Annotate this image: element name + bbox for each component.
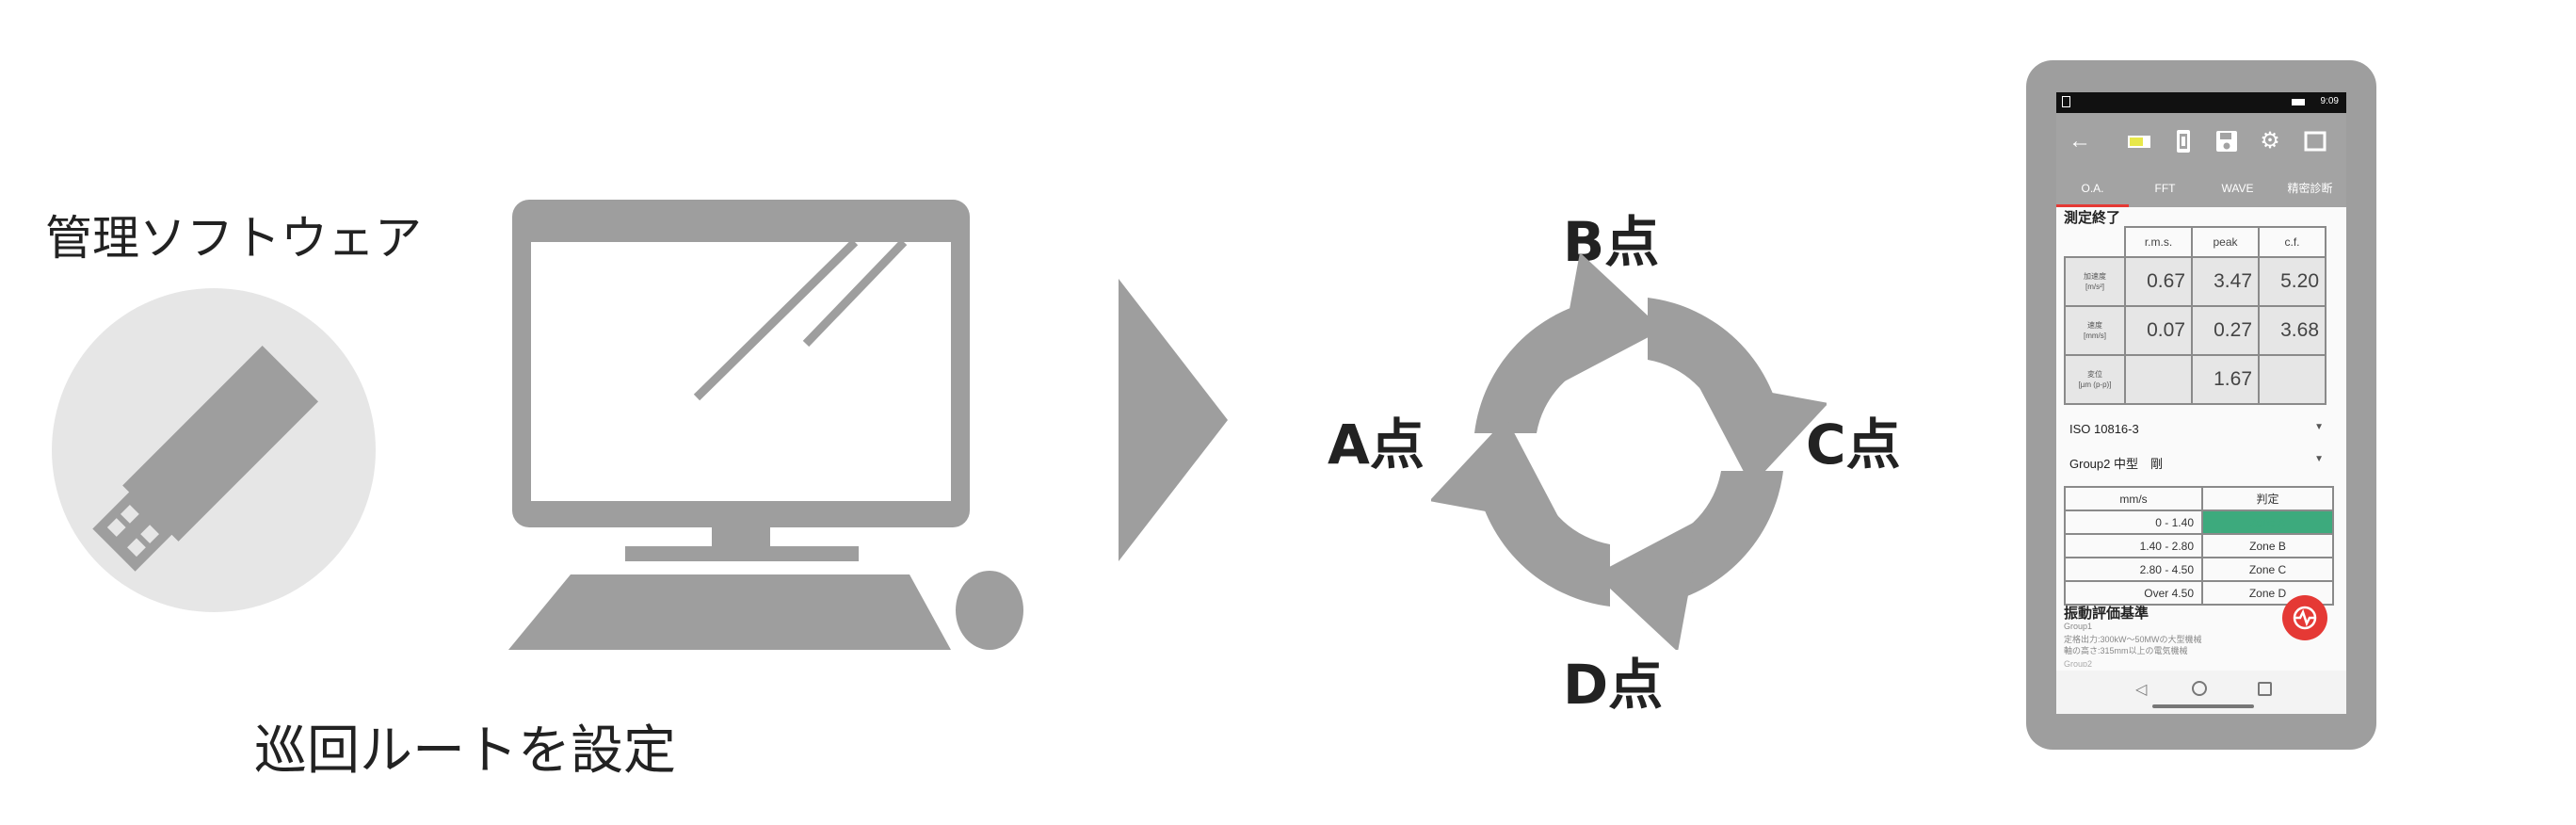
route-label: 巡回ルートを設定	[254, 720, 676, 782]
point-c-label: C点	[1806, 412, 1901, 477]
standard-select[interactable]: ISO 10816-3 ▼	[2069, 422, 2333, 436]
row-header-displacement: 変位[µm (p-p)]	[2064, 354, 2126, 405]
disp-rms-value	[2124, 354, 2193, 405]
measure-table: r.m.s. peak c.f. 加速度[m/s²] 0.67 3.47 5.2…	[2064, 226, 2326, 405]
vel-cf-value: 3.68	[2258, 305, 2326, 356]
disp-cf-value	[2258, 354, 2326, 405]
zone-label: Zone C	[2201, 557, 2334, 582]
chevron-down-icon: ▼	[2314, 422, 2324, 432]
group-select-value: Group2 中型 剛	[2069, 457, 2163, 471]
zone-range: Over 4.50	[2064, 580, 2203, 606]
col-header-rms: r.m.s.	[2124, 226, 2193, 258]
tab-wave[interactable]: WAVE	[2221, 182, 2254, 195]
gear-icon[interactable]: ⚙	[2260, 128, 2280, 154]
zone-label: Zone B	[2201, 533, 2334, 558]
table-row: 加速度[m/s²] 0.67 3.47 5.20	[2064, 256, 2326, 307]
criteria-group: Group1	[2064, 622, 2093, 631]
table-row: 速度[mm/s] 0.07 0.27 3.68	[2064, 305, 2326, 356]
heartbeat-icon	[2293, 606, 2317, 630]
vel-rms-value: 0.07	[2124, 305, 2193, 356]
criteria-line: 定格出力:300kW〜50MWの大型機械	[2064, 635, 2202, 644]
point-a-label: A点	[1328, 412, 1425, 477]
table-row: 1.40 - 2.80 Zone B	[2064, 533, 2334, 558]
window-icon[interactable]	[2299, 126, 2331, 165]
nav-home-icon[interactable]	[2192, 681, 2207, 696]
save-icon[interactable]	[2211, 126, 2243, 165]
criteria-next: Group2	[2064, 659, 2093, 667]
vel-peak-value: 0.27	[2191, 305, 2260, 356]
table-row: 変位[µm (p-p)] 1.67	[2064, 354, 2326, 405]
criteria-title: 振動評価基準	[2064, 606, 2149, 622]
zone-range: 1.40 - 2.80	[2064, 533, 2203, 558]
acc-rms-value: 0.67	[2124, 256, 2193, 307]
zone-col-range: mm/s	[2064, 486, 2203, 511]
gesture-bar	[2152, 704, 2254, 708]
zone-label-active: Zone A	[2201, 510, 2334, 535]
row-header-velocity: 速度[mm/s]	[2064, 305, 2126, 356]
point-d-label: D点	[1563, 653, 1664, 717]
zone-range: 2.80 - 4.50	[2064, 557, 2203, 582]
back-arrow-icon[interactable]: ←	[2069, 128, 2091, 154]
sim-icon	[2062, 96, 2070, 107]
row-header-acceleration: 加速度[m/s²]	[2064, 256, 2126, 307]
computer-icon	[508, 200, 1023, 650]
table-row: 0 - 1.40 Zone A	[2064, 510, 2334, 535]
zone-col-judgement: 判定	[2201, 486, 2334, 511]
col-header-cf: c.f.	[2258, 226, 2326, 258]
table-row: Over 4.50 Zone D	[2064, 580, 2334, 606]
status-bar: 9:09	[2056, 92, 2346, 113]
acc-peak-value: 3.47	[2191, 256, 2260, 307]
app-bar: ← ⚙	[2056, 113, 2346, 170]
col-header-peak: peak	[2191, 226, 2260, 258]
nav-recents-icon[interactable]	[2258, 682, 2272, 696]
chevron-down-icon: ▼	[2314, 454, 2324, 464]
battery-status-icon	[2292, 99, 2305, 105]
software-label: 管理ソフトウェア	[45, 211, 422, 266]
tab-fft[interactable]: FFT	[2154, 182, 2176, 195]
android-nav-bar: ◁	[2056, 671, 2346, 714]
tab-bar: O.A. FFT WAVE 精密診断	[2056, 170, 2346, 207]
measure-fab-button[interactable]	[2282, 595, 2327, 640]
tab-indicator	[2056, 204, 2129, 207]
cycle-arrows-icon	[1431, 254, 1827, 650]
tab-oa[interactable]: O.A.	[2081, 182, 2104, 195]
battery-icon[interactable]	[2124, 126, 2156, 165]
sensor-icon[interactable]	[2167, 126, 2199, 165]
status-title: 測定終了	[2064, 210, 2121, 226]
phone-screen: 9:09 ← ⚙ O.A. FFT WAVE 精密診断 測定終了 r.m.s.	[2056, 92, 2346, 714]
play-arrow-icon	[1119, 279, 1228, 561]
standard-select-value: ISO 10816-3	[2069, 422, 2139, 436]
nav-back-icon[interactable]: ◁	[2135, 682, 2148, 698]
content-area: 測定終了 r.m.s. peak c.f. 加速度[m/s²] 0.67 3.4…	[2056, 207, 2346, 671]
table-row: 2.80 - 4.50 Zone C	[2064, 557, 2334, 582]
group-select[interactable]: Group2 中型 剛 ▼	[2069, 454, 2333, 472]
usb-drive-icon	[52, 288, 376, 612]
tab-precision[interactable]: 精密診断	[2287, 182, 2333, 195]
zone-range: 0 - 1.40	[2064, 510, 2203, 535]
criteria-line: 軸の高さ:315mm以上の電気機械	[2064, 646, 2188, 655]
zone-table: mm/s 判定 0 - 1.40 Zone A 1.40 - 2.80 Zone…	[2064, 486, 2334, 606]
acc-cf-value: 5.20	[2258, 256, 2326, 307]
disp-peak-value: 1.67	[2191, 354, 2260, 405]
status-time: 9:09	[2320, 96, 2339, 106]
